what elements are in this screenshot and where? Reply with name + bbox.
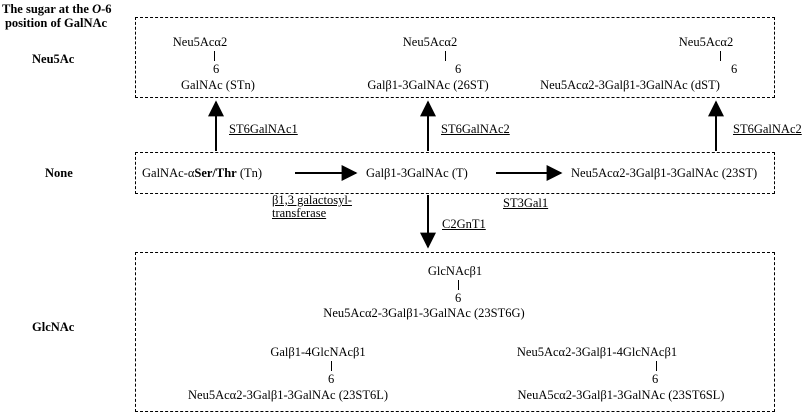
st6g-position: 6: [455, 291, 462, 305]
row-label-none: None: [45, 166, 73, 180]
header-line1: The sugar at the: [2, 2, 93, 16]
st6l-base: Neu5Acα2-3Galβ1-3GalNAc (23ST6L): [187, 388, 389, 402]
st6g-base: Neu5Acα2-3Galβ1-3GalNAc (23ST6G): [323, 306, 525, 320]
enzyme-st6galnac2-b: ST6GalNAc2: [733, 122, 802, 136]
row-label-glcnac: GlcNAc: [32, 320, 75, 334]
stn-position: 6: [213, 62, 220, 76]
box-neu5ac: [135, 17, 775, 98]
enzyme-b13-line2: transferase: [272, 206, 327, 220]
enzyme-c2gnt1: C2GnT1: [442, 217, 486, 231]
st26-base: Galβ1-3GalNAc (26ST): [367, 78, 489, 92]
st6sl-position: 6: [652, 372, 659, 386]
tn-prefix: GalNAc-α: [142, 166, 195, 180]
tn-structure: GalNAc-αSer/Thr (Tn): [142, 166, 262, 180]
dst-base: Neu5Acα2-3Galβ1-3GalNAc (dST): [540, 78, 720, 92]
enzyme-st3gal1: ST3Gal1: [503, 196, 549, 210]
st6l-position: 6: [328, 372, 335, 386]
st26-position: 6: [455, 62, 462, 76]
st6sl-base: NeuA5cα2-3Galβ1-3GalNAc (23ST6SL): [517, 388, 725, 402]
st26-link: [445, 51, 446, 61]
dst-position: 6: [731, 62, 738, 76]
st6l-link: [331, 361, 332, 371]
arrows-layer: [208, 100, 724, 249]
header-line2: position of GalNAc: [4, 16, 108, 30]
box-none: [135, 152, 775, 194]
st6g-top: GlcNAcβ1: [427, 264, 483, 278]
st6g-link: [458, 280, 459, 290]
enzyme-b13-galactosyltransferase: β1,3 galactosyl- transferase: [272, 194, 352, 220]
tn-suffix: (Tn): [236, 166, 263, 180]
st23-structure: Neu5Acα2-3Galβ1-3GalNAc (23ST): [571, 166, 758, 180]
st6sl-top: Neu5Acα2-3Galβ1-4GlcNAcβ1: [516, 345, 678, 359]
stn-base: GalNAc (STn): [181, 78, 255, 92]
header-line1-italic: O: [92, 2, 102, 16]
st26-top: Neu5Acα2: [402, 35, 458, 49]
enzyme-st6galnac2-a: ST6GalNAc2: [441, 122, 510, 136]
header-line1-end: -6: [101, 2, 112, 16]
t-structure: Galβ1-3GalNAc (T): [366, 166, 468, 180]
stn-top: Neu5Acα2: [172, 35, 228, 49]
enzyme-b13-line1: β1,3 galactosyl-: [272, 193, 352, 207]
column-header: The sugar at the O-6 position of GalNAc: [2, 2, 112, 30]
st6sl-link: [656, 361, 657, 371]
dst-link: [720, 51, 721, 61]
st6l-top: Galβ1-4GlcNAcβ1: [270, 345, 366, 359]
box-glcnac: [135, 252, 775, 412]
stn-link: [214, 51, 215, 61]
enzyme-st6galnac1: ST6GalNAc1: [229, 122, 298, 136]
dst-top: Neu5Acα2: [678, 35, 734, 49]
row-label-neu5ac: Neu5Ac: [32, 52, 75, 66]
tn-bold: Ser/Thr: [194, 166, 237, 180]
